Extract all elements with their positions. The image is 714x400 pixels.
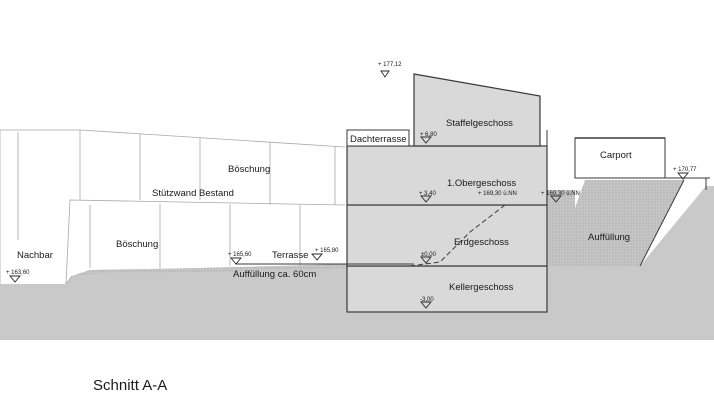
building-basement [346, 265, 548, 313]
roof-terrace-box [346, 129, 410, 147]
elevation-eg-floor: ±0,00 [421, 252, 437, 258]
drawing-title: Schnitt A-A [93, 377, 167, 394]
label-obergeschoss: 1.Obergeschoss [447, 178, 516, 189]
label-terrasse: Terrasse [272, 250, 308, 261]
elevation-terrace-right: + 165,80 [315, 248, 339, 254]
building-ground-floor [346, 204, 548, 267]
building-top-floor [413, 73, 541, 147]
fill-strip-left [72, 264, 347, 276]
elevation-og-floor: + 3,40 [419, 191, 437, 197]
background-lines [0, 129, 346, 285]
label-auffuellung-left: Auffüllung ca. 60cm [233, 269, 316, 280]
elevation-carport: + 170,77 [673, 167, 697, 173]
label-dachterrasse: Dachterrasse [350, 134, 407, 145]
elevation-og-nn: + 169,30 ü.NN [478, 191, 517, 197]
label-nachbar: Nachbar [17, 250, 53, 261]
fill-area-right [547, 180, 684, 266]
label-boeschung-upper: Böschung [228, 164, 270, 175]
elevation-neighbour: + 163,60 [6, 270, 30, 276]
elevation-terrace-left: + 165,60 [228, 252, 252, 258]
label-auffuellung-right: Auffüllung [588, 232, 630, 243]
elevation-kg-floor: -3,00 [420, 297, 434, 303]
ground-mass [0, 186, 714, 340]
label-staffelgeschoss: Staffelgeschoss [446, 118, 513, 129]
stair-lines [236, 204, 506, 267]
elevation-right-nn: + 169,30 ü.NN [541, 191, 580, 197]
label-carport: Carport [600, 150, 632, 161]
label-boeschung-lower: Böschung [116, 239, 158, 250]
label-stuetzwand: Stützwand Bestand [152, 188, 234, 199]
label-kellergeschoss: Kellergeschoss [449, 282, 514, 293]
elevation-staffel-floor: + 6,80 [420, 132, 438, 138]
elevation-markers [9, 70, 689, 309]
label-erdgeschoss: Erdgeschoss [454, 237, 509, 248]
elevation-roof-top: + 177,12 [378, 62, 402, 68]
building-upper-floor [346, 145, 548, 206]
right-slope-line [639, 179, 685, 267]
